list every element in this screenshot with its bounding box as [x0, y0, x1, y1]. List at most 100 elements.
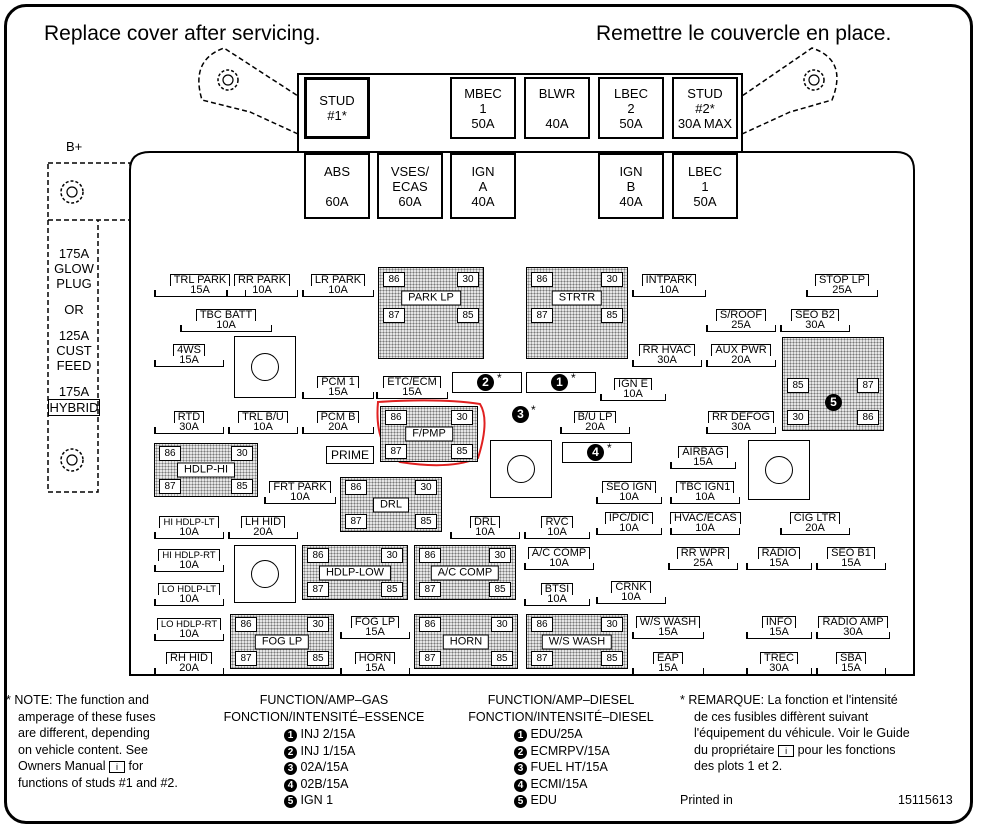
gas-table: FUNCTION/AMP–GAS FONCTION/INTENSITÉ–ESSE…: [223, 693, 425, 724]
note-english: * NOTE: The function and amperage of the…: [6, 693, 178, 790]
printed-in: Printed in: [680, 793, 733, 807]
bplus-label: B+: [66, 139, 83, 154]
part-number: 15115613: [898, 793, 953, 807]
diesel-table: FUNCTION/AMP–DIESEL FONCTION/INTENSITÉ–D…: [468, 693, 654, 724]
header-french: Remettre le couvercle en place.: [596, 22, 892, 45]
marker-2: 2: [477, 374, 494, 391]
empty-socket: [234, 336, 296, 398]
marker-3-star: *: [531, 403, 536, 417]
marker-5: 5: [825, 394, 842, 411]
big-fuse-stud1: STUD#1*: [304, 77, 370, 139]
diesel-list: 1 EDU/25A 2 ECMRPV/15A 3 FUEL HT/15A 4 E…: [514, 726, 610, 809]
diagram-frame: [4, 4, 973, 824]
empty-socket: [234, 545, 296, 603]
marker-1: 1: [551, 374, 568, 391]
left-panel-text: 175A GLOW PLUG OR 125A CUST FEED 175A HY…: [48, 246, 100, 416]
bolt-icon: [60, 69, 825, 472]
big-fuse-abs: ABS 60A: [304, 153, 370, 219]
stud-box-1: 1*: [526, 371, 596, 393]
marker-4: 4: [587, 444, 604, 461]
stud-box-2: 2*: [452, 371, 522, 393]
gas-list: 1 INJ 2/15A 2 INJ 1/15A 3 02A/15A 4 02B/…: [284, 726, 355, 809]
manual-icon: i: [778, 744, 795, 757]
header-english: Replace cover after servicing.: [44, 22, 321, 45]
big-fuse-stud2: STUD#2*30A MAX: [672, 77, 738, 139]
stud-box-4: 4*: [562, 441, 632, 463]
fuse-prime: PRIME: [326, 446, 375, 464]
big-fuse-blwr: BLWR 40A: [524, 77, 590, 139]
manual-icon: i: [109, 761, 126, 773]
empty-socket: [748, 440, 810, 500]
note-french: * REMARQUE: La fonction et l'intensité d…: [680, 693, 910, 773]
marker-3: 3: [512, 406, 529, 423]
